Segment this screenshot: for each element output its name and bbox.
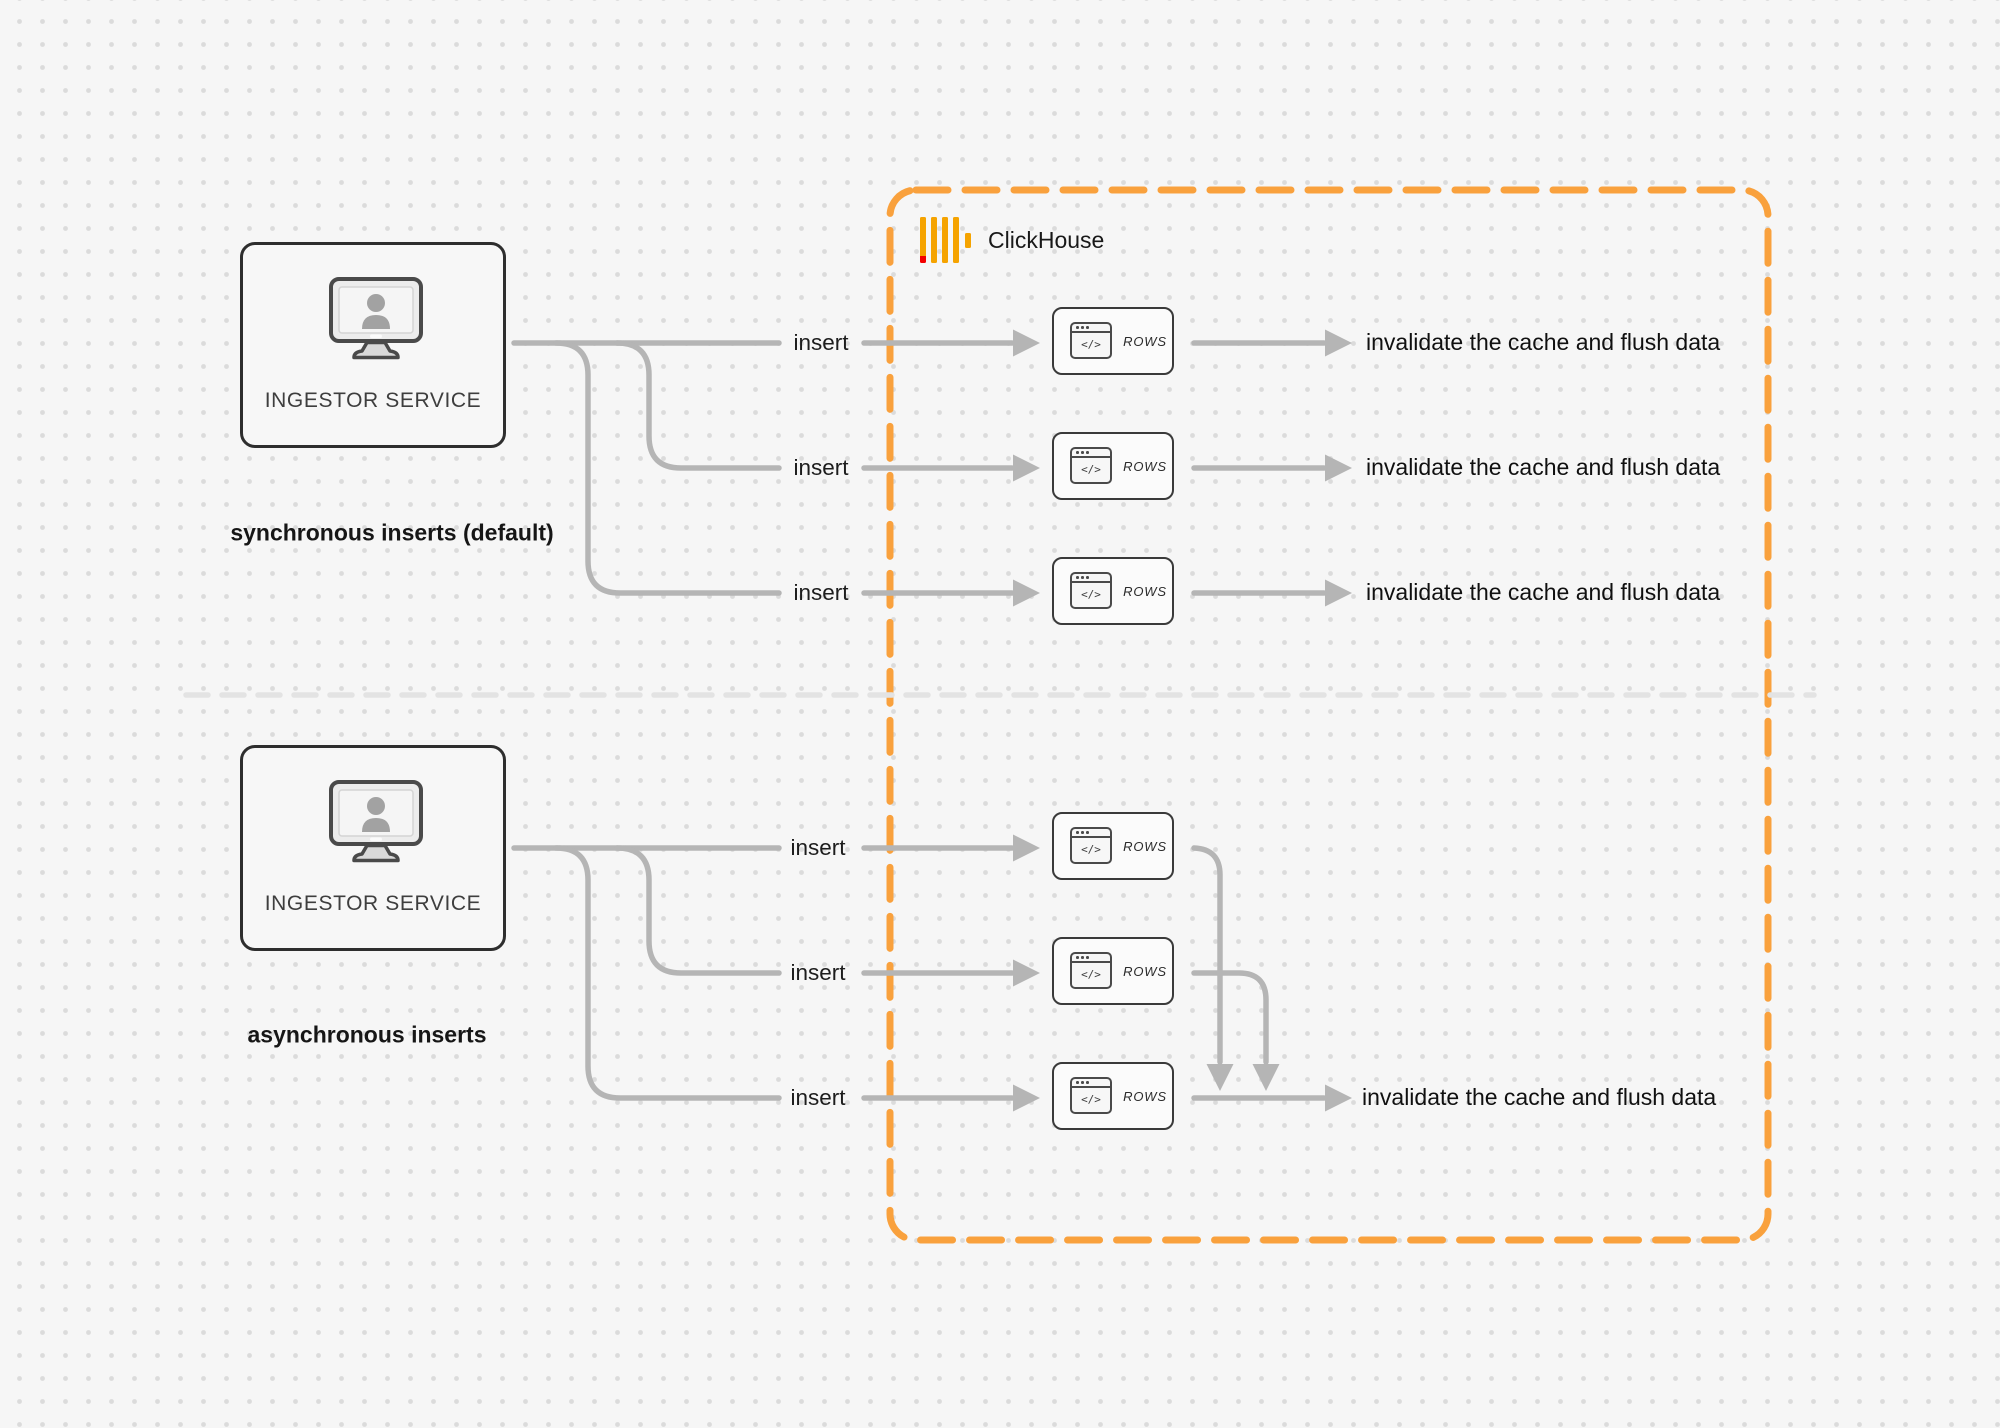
window-titlebar [1072,324,1110,333]
code-glyph: </> [1081,462,1101,476]
window-titlebar [1072,574,1110,583]
code-window-icon: </> [1070,952,1112,989]
arrowhead-sync-out-1 [1325,329,1352,357]
rows-table-card: </> ROWS [1052,812,1186,892]
arrowhead-async-in-3 [1013,1084,1040,1112]
code-window-icon: </> [1070,447,1112,484]
window-titlebar [1072,449,1110,458]
clickhouse-logo-bar [931,217,937,263]
rows-table-card: </> ROWS [1052,557,1186,637]
monitor-user-icon [329,277,423,360]
insert-label: insert [793,330,849,355]
insert-label: insert [790,960,846,985]
result-label: invalidate the cache and flush data [1366,328,1721,355]
clickhouse-logo-bar [965,232,971,248]
code-glyph: </> [1081,337,1101,351]
result-label: invalidate the cache and flush data [1366,453,1721,480]
insert-label: insert [790,1085,846,1110]
result-label: invalidate the cache and flush data [1362,1083,1717,1110]
ingestor-service-node-sync: INGESTOR SERVICE [240,242,506,448]
arrowhead-sync-in-3 [1013,579,1040,607]
window-titlebar [1072,954,1110,963]
insert-label: insert [793,455,849,480]
async-section-caption: asynchronous inserts [247,1021,487,1048]
code-window-icon: </> [1070,572,1112,609]
code-glyph: </> [1081,842,1101,856]
ingestor-service-label: INGESTOR SERVICE [264,389,482,412]
ingestor-service-label: INGESTOR SERVICE [264,892,482,915]
code-window-icon: </> [1070,1077,1112,1114]
sync-section-caption: synchronous inserts (default) [230,519,554,546]
window-titlebar [1072,1079,1110,1088]
result-label: invalidate the cache and flush data [1366,578,1721,605]
rows-label: ROWS [1123,838,1167,854]
connector-sync-branch-2 [614,340,782,471]
arrowhead-async-merge-2 [1252,1064,1280,1091]
rows-label: ROWS [1123,963,1167,979]
insert-label: insert [790,835,846,860]
arrowhead-async-out [1325,1084,1352,1112]
arrowhead-sync-out-2 [1325,454,1352,482]
connector-sync-branch-3 [553,340,782,596]
clickhouse-logo-bar [942,217,948,263]
arrowhead-async-in-2 [1013,959,1040,987]
code-window-icon: </> [1070,322,1112,359]
connector-async-branch-2 [614,845,782,976]
rows-label: ROWS [1123,1088,1167,1104]
clickhouse-logo-bar [953,217,959,263]
rows-table-card: </> ROWS [1052,307,1186,387]
clickhouse-logo-icon [920,217,971,263]
rows-table-card: </> ROWS [1052,432,1186,512]
arrowhead-sync-in-2 [1013,454,1040,482]
arrowhead-sync-out-3 [1325,579,1352,607]
clickhouse-logo-bar [920,217,926,263]
code-window-icon: </> [1070,827,1112,864]
rows-label: ROWS [1123,333,1167,349]
rows-table-card: </> ROWS [1052,937,1186,1017]
rows-label: ROWS [1123,458,1167,474]
connector-async-branch-3 [553,845,782,1101]
code-glyph: </> [1081,967,1101,981]
arrowhead-sync-in-1 [1013,329,1040,357]
arrowhead-async-in-1 [1013,834,1040,862]
clickhouse-title: ClickHouse [988,226,1105,253]
rows-label: ROWS [1123,583,1167,599]
code-glyph: </> [1081,1092,1101,1106]
insert-label: insert [793,580,849,605]
code-glyph: </> [1081,587,1101,601]
monitor-user-icon [329,780,423,863]
clickhouse-boundary [886,186,1772,1244]
connector-async-merge-2 [1191,970,1269,1065]
arrowhead-async-merge-1 [1206,1064,1234,1091]
ingestor-service-node-async: INGESTOR SERVICE [240,745,506,951]
connector-async-merge-1 [1191,845,1223,1065]
clickhouse-header: ClickHouse [920,217,1104,263]
window-titlebar [1072,829,1110,838]
rows-table-card: </> ROWS [1052,1062,1186,1142]
